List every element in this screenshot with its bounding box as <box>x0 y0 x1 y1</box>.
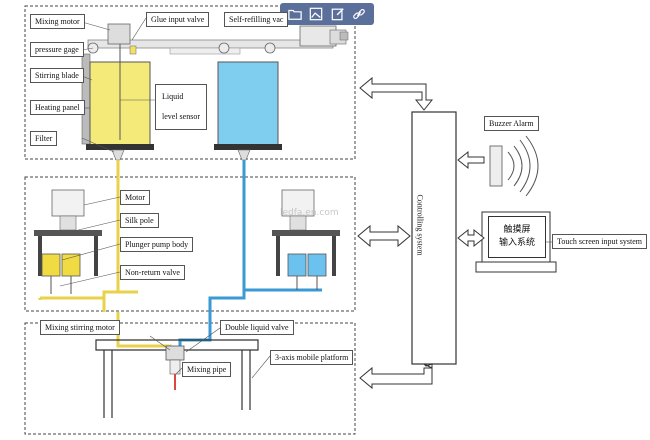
arrow-platform-controller <box>359 363 433 390</box>
label-double-liquid-valve: Double liquid valve <box>220 320 294 335</box>
label-mixing-pipe: Mixing pipe <box>182 362 232 377</box>
touch-screen-cn-line2: 输入系统 <box>498 238 535 248</box>
label-mixing-stirring-motor: Mixing stirring motor <box>40 320 120 335</box>
right-pump-assembly <box>272 189 340 290</box>
controlling-system-box <box>411 111 457 365</box>
module-boxes <box>24 5 356 435</box>
label-touch-screen-input-system: Touch screen input system <box>552 234 647 249</box>
yellow-pipe <box>40 160 172 352</box>
self-refilling-pump <box>299 25 349 47</box>
arrow-tank-controller <box>359 76 434 111</box>
arrow-pump-controller <box>357 224 411 248</box>
label-glue-input-valve: Glue input valve <box>146 12 210 27</box>
touch-screen-display: 触摸屏 输入系统 <box>488 216 546 258</box>
image-toolbar <box>280 3 374 25</box>
arrow-buzzer-controller <box>457 150 485 170</box>
leader-lines <box>59 17 552 379</box>
mixing-head <box>165 345 185 390</box>
label-motor: Motor <box>120 190 150 205</box>
label-stirring-blade: Stirring blade <box>30 68 84 83</box>
folder-icon[interactable] <box>286 5 304 23</box>
left-pump-assembly <box>34 189 102 294</box>
edit-icon[interactable] <box>329 5 347 23</box>
blue-tank <box>214 42 282 161</box>
label-silk-pole: Silk pole <box>120 213 159 228</box>
pump-module-box <box>24 176 356 312</box>
blue-pipe <box>178 160 322 352</box>
arrows <box>357 76 485 390</box>
label-buzzer-alarm: Buzzer Alarm <box>484 116 539 131</box>
watermark: ledfa.en.com <box>280 208 339 218</box>
buzzer-alarm-graphic <box>489 135 539 197</box>
label-heating-panel: Heating panel <box>30 100 85 115</box>
platform-table <box>95 339 259 418</box>
arrow-touchscreen-controller <box>457 228 485 248</box>
label-3-axis-mobile-platform: 3-axis mobile platform <box>270 350 354 365</box>
image-icon[interactable] <box>307 5 325 23</box>
label-self-refilling-valve: Self-refilling vac <box>224 12 289 27</box>
tank-module-box <box>24 5 356 160</box>
platform-module-box <box>24 322 356 435</box>
label-mixing-motor: Mixing motor <box>30 14 85 29</box>
rail-connector <box>169 47 241 55</box>
touch-screen-cn-line1: 触摸屏 <box>503 225 531 235</box>
label-liquid-level-sensor: Liquid level sensor <box>155 84 207 130</box>
label-non-return-valve: Non-return valve <box>120 265 185 280</box>
link-icon[interactable] <box>350 5 368 23</box>
label-pressure-gage: pressure gage <box>30 42 84 57</box>
label-plunger-pump-body: Plunger pump body <box>120 237 194 252</box>
label-controlling-system: Controlling system <box>415 194 425 256</box>
label-filter: Filter <box>30 131 58 146</box>
yellow-tank <box>81 23 154 161</box>
